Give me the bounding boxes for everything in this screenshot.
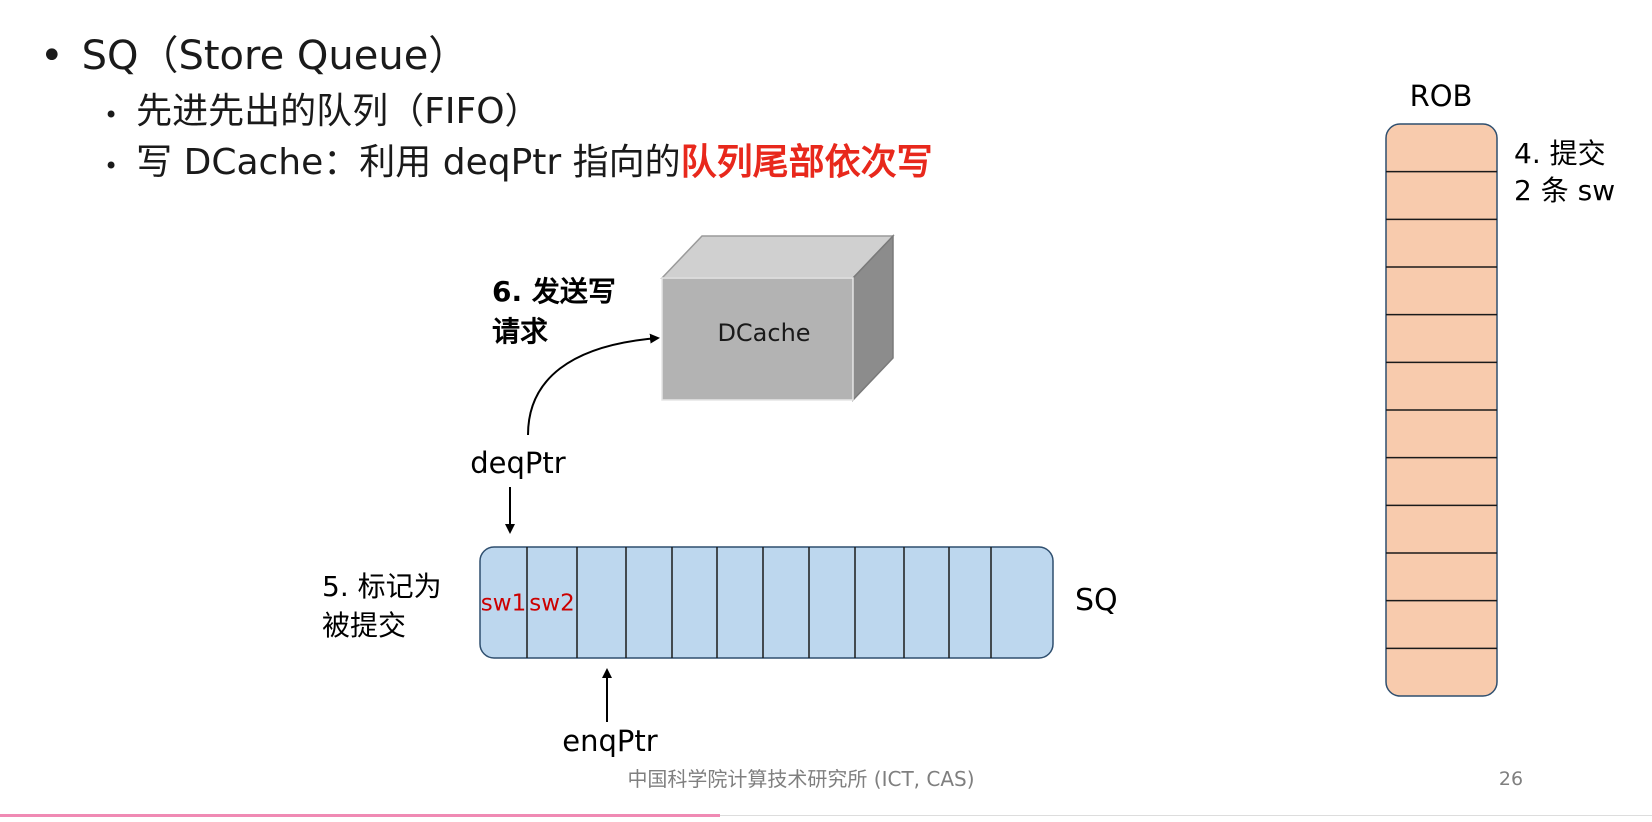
- sq-label: SQ: [1075, 583, 1118, 618]
- step5-label-line1: 5. 标记为: [322, 570, 442, 603]
- bullet-write-highlight: 队列尾部依次写: [680, 142, 933, 183]
- cube-front-face: [661, 277, 854, 401]
- bullet-fifo-text: 先进先出的队列（FIFO）: [136, 91, 541, 132]
- progress-bar: [0, 814, 720, 817]
- progress-track: [720, 815, 1652, 816]
- step4-label-line1: 4. 提交: [1514, 137, 1606, 170]
- sq-entry-sw1: sw1: [481, 591, 526, 617]
- footer-institution: 中国科学院计算技术研究所 (ICT, CAS): [627, 767, 974, 791]
- step6-label-line2: 请求: [492, 315, 548, 348]
- rob-label: ROB: [1410, 79, 1473, 113]
- bullet-write-text: 写 DCache：利用 deqPtr 指向的: [136, 142, 681, 183]
- dcache-cube: DCache: [660, 234, 895, 402]
- sq-body: [479, 546, 1054, 659]
- write-request-arrow: [527, 333, 660, 436]
- sq-entry-sw2: sw2: [529, 591, 574, 617]
- rob-queue: [1385, 123, 1498, 697]
- bullet-dot: •: [40, 33, 64, 79]
- bullet-sq-text: SQ（Store Queue）: [81, 33, 469, 79]
- step6-label-line1: 6. 发送写: [492, 275, 616, 308]
- bullet-sq-title: • SQ（Store Queue）: [40, 32, 468, 80]
- bullet-write-dcache: • 写 DCache：利用 deqPtr 指向的队列尾部依次写: [104, 141, 933, 188]
- bullet-dot: •: [104, 152, 119, 180]
- enqptr-label: enqPtr: [562, 724, 657, 758]
- bullet-fifo: • 先进先出的队列（FIFO）: [104, 90, 541, 137]
- bullet-dot: •: [104, 101, 119, 129]
- page-number: 26: [1499, 768, 1523, 790]
- dcache-label: DCache: [717, 319, 810, 347]
- deqptr-label: deqPtr: [470, 446, 566, 480]
- step5-label-line2: 被提交: [322, 609, 406, 642]
- step4-label-line2: 2 条 sw: [1514, 174, 1615, 207]
